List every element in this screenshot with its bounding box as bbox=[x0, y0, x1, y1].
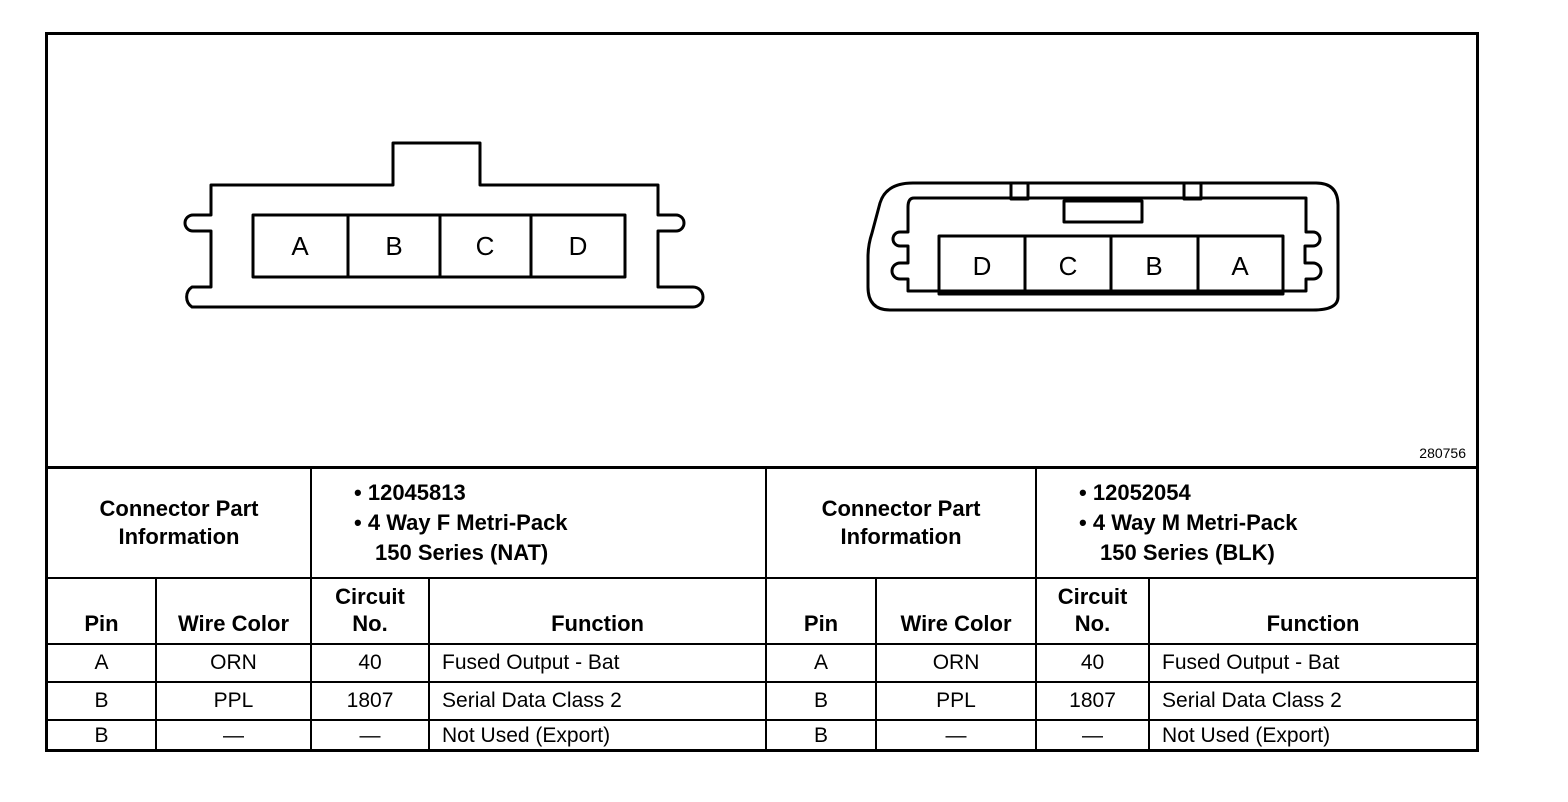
right-connector-rib-left bbox=[1009, 181, 1030, 201]
right-pin: B bbox=[765, 718, 878, 751]
left-pin: B bbox=[48, 680, 157, 721]
right-wire-color: PPL bbox=[875, 680, 1038, 721]
right-pin-labels: D C B A bbox=[973, 251, 1250, 281]
right-circuit: 40 bbox=[1035, 642, 1151, 683]
table-row: B — — Not Used (Export) B — — Not Used (… bbox=[48, 718, 1477, 751]
right-description-line1: 4 Way M Metri-Pack bbox=[1092, 509, 1298, 535]
left-wire-color: ORN bbox=[154, 642, 313, 683]
bullet-icon: • bbox=[1079, 509, 1087, 535]
left-pin-label: C bbox=[476, 231, 495, 261]
left-pin-label: D bbox=[569, 231, 588, 261]
left-circuit: 1807 bbox=[310, 680, 431, 721]
left-part-number: 12045813 bbox=[367, 479, 466, 505]
right-circuit: — bbox=[1035, 718, 1151, 751]
right-header-function: Function bbox=[1148, 576, 1477, 645]
right-wire-color: — bbox=[875, 718, 1038, 751]
right-header-pin: Pin bbox=[765, 576, 878, 645]
table-row: B PPL 1807 Serial Data Class 2 B PPL 180… bbox=[48, 680, 1477, 721]
right-part-info: • 12052054 • 4 Way M Metri-Pack 150 Seri… bbox=[1035, 466, 1477, 579]
right-function: Serial Data Class 2 bbox=[1148, 680, 1477, 721]
right-description-line2: 150 Series (BLK) bbox=[1100, 539, 1275, 565]
right-wire-color: ORN bbox=[875, 642, 1038, 683]
right-connector-drawing bbox=[866, 181, 1340, 312]
right-connector-latch bbox=[1062, 199, 1144, 224]
right-pin: B bbox=[765, 680, 878, 721]
bullet-icon: • bbox=[354, 479, 362, 505]
left-header-wire-color: Wire Color bbox=[154, 576, 313, 645]
left-function: Not Used (Export) bbox=[428, 718, 768, 751]
left-pin-labels: A B C D bbox=[291, 231, 587, 261]
left-connector-outline bbox=[183, 141, 705, 309]
bullet-icon: • bbox=[354, 509, 362, 535]
right-connector-outer-shell bbox=[866, 181, 1340, 312]
left-pin-label: B bbox=[385, 231, 402, 261]
right-pin-label: C bbox=[1059, 251, 1078, 281]
left-connector-drawing bbox=[183, 141, 705, 309]
right-function: Not Used (Export) bbox=[1148, 718, 1477, 751]
left-function: Serial Data Class 2 bbox=[428, 680, 768, 721]
left-wire-color: — bbox=[154, 718, 313, 751]
left-header-pin: Pin bbox=[48, 576, 157, 645]
left-pin-cavity-3 bbox=[529, 213, 627, 279]
left-description-line2: 150 Series (NAT) bbox=[375, 539, 549, 565]
left-description-line1: 4 Way F Metri-Pack bbox=[367, 509, 568, 535]
right-pin-label: B bbox=[1145, 251, 1162, 281]
right-part-number: 12052054 bbox=[1092, 479, 1191, 505]
left-header-function: Function bbox=[428, 576, 768, 645]
right-pin-label: A bbox=[1231, 251, 1249, 281]
left-part-label: Connector Part Information bbox=[48, 466, 313, 579]
left-circuit: — bbox=[310, 718, 431, 751]
bullet-icon: • bbox=[1079, 479, 1087, 505]
right-part-label: Connector Part Information bbox=[765, 466, 1038, 579]
left-function: Fused Output - Bat bbox=[428, 642, 768, 683]
right-header-wire-color: Wire Color bbox=[875, 576, 1038, 645]
right-pin: A bbox=[765, 642, 878, 683]
right-circuit: 1807 bbox=[1035, 680, 1151, 721]
figure-id: 280756 bbox=[1419, 445, 1466, 461]
right-connector-inner-shell bbox=[890, 196, 1323, 293]
left-wire-color: PPL bbox=[154, 680, 313, 721]
left-pin: A bbox=[48, 642, 157, 683]
right-function: Fused Output - Bat bbox=[1148, 642, 1477, 683]
left-pin: B bbox=[48, 718, 157, 751]
right-pin-cavity-3 bbox=[1196, 234, 1285, 296]
left-circuit: 40 bbox=[310, 642, 431, 683]
connector-diagram-frame: A B C D D C B A 280756 bbox=[45, 32, 1479, 752]
left-part-info: • 12045813 • 4 Way F Metri-Pack 150 Seri… bbox=[310, 466, 768, 579]
right-pin-label: D bbox=[973, 251, 992, 281]
left-pin-label: A bbox=[291, 231, 309, 261]
connector-diagram: A B C D D C B A bbox=[183, 141, 1340, 312]
table-row: A ORN 40 Fused Output - Bat A ORN 40 Fus… bbox=[48, 642, 1477, 683]
part-info-row: Connector Part Information • 12045813 • … bbox=[48, 466, 1477, 579]
connector-info-table: Connector Part Information • 12045813 • … bbox=[48, 466, 1477, 751]
right-connector-rib-right bbox=[1182, 181, 1203, 201]
